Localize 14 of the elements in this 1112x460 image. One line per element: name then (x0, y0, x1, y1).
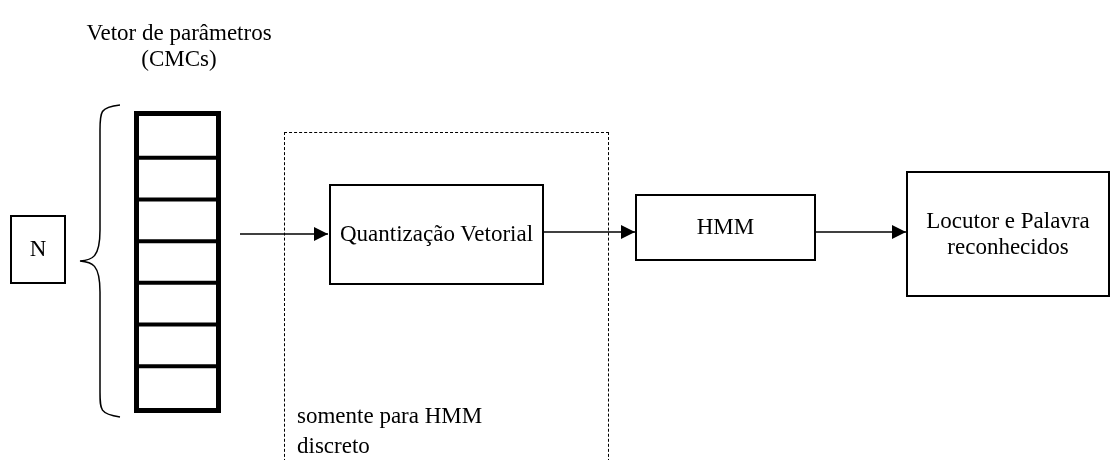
label-box (10, 215, 66, 284)
arrow (239, 227, 329, 241)
arrow (542, 225, 636, 239)
process-box (906, 171, 1110, 297)
box-label: Locutor e Palavra reconhecidos (925, 207, 1091, 261)
arrow (815, 225, 907, 239)
box-label: HMM (695, 214, 756, 241)
heading: Vetor de parâmetros (CMCs) (85, 20, 273, 73)
box-label: N (28, 236, 48, 263)
process-box (635, 194, 816, 261)
box-label: Quantização Vetorial (338, 221, 535, 248)
process-box (329, 184, 544, 285)
note-text: somente para HMM discreto (297, 402, 484, 460)
dashed-region (284, 132, 609, 460)
